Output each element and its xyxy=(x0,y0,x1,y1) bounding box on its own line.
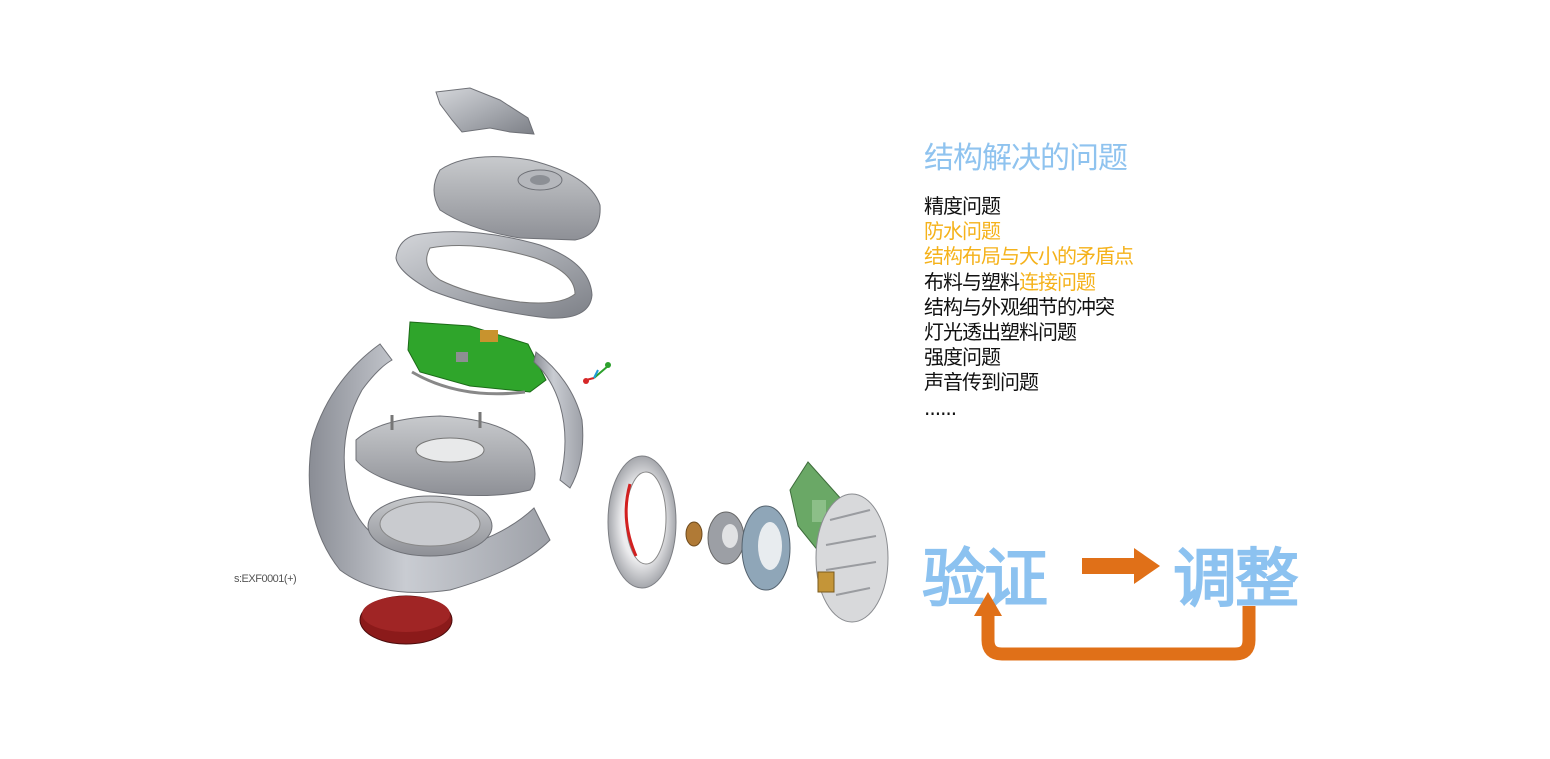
issue-text: 布料与塑料 xyxy=(924,269,1020,294)
spacer-ring-part xyxy=(707,511,745,565)
back-plate-part xyxy=(815,493,889,623)
issue-text: 结构与外观细节的冲突 xyxy=(924,294,1115,319)
issue-text-highlight: 连接问题 xyxy=(1019,269,1096,294)
ring-frame-part xyxy=(395,231,593,319)
pcb-board-part xyxy=(407,321,547,396)
connector-part xyxy=(685,521,703,547)
top-cap-part xyxy=(435,87,535,135)
part-number-label: s:EXF0001(+) xyxy=(234,573,297,585)
issue-text: 强度问题 xyxy=(924,345,1001,370)
issue-text: 防水问题 xyxy=(924,219,1001,244)
issue-item: 灯光透出塑料问题 xyxy=(924,320,1133,345)
speaker-ring-part xyxy=(741,505,791,591)
top-cover-part xyxy=(433,156,601,241)
issue-text: 声音传到问题 xyxy=(924,370,1039,395)
issue-item: 防水问题 xyxy=(924,219,1133,244)
issue-item: 声音传到问题 xyxy=(924,370,1133,395)
side-panel-part xyxy=(533,351,584,489)
internal-bracket-part xyxy=(355,412,536,497)
issue-item: 布料与塑料连接问题 xyxy=(924,270,1133,295)
front-ring-part xyxy=(607,455,677,589)
issue-list: 精度问题 防水问题 结构布局与大小的矛盾点 布料与塑料连接问题 结构与外观细节的… xyxy=(924,194,1134,421)
loop-arrow-icon xyxy=(974,592,1256,661)
issue-item: 结构布局与大小的矛盾点 xyxy=(924,244,1134,269)
issue-text: 结构布局与大小的矛盾点 xyxy=(924,244,1134,269)
issue-text: 灯光透出塑料问题 xyxy=(924,320,1077,345)
adjust-label: 调整 xyxy=(1173,543,1299,617)
issue-item: 精度问题 xyxy=(924,194,1133,219)
issue-text: 精度问题 xyxy=(924,194,1001,218)
issue-item: ...... xyxy=(924,396,1133,421)
issue-item: 强度问题 xyxy=(924,345,1133,370)
axis-indicator xyxy=(583,362,611,384)
right-arrow-icon xyxy=(1082,548,1160,584)
issue-item: 结构与外观细节的冲突 xyxy=(924,295,1133,320)
issue-text: ...... xyxy=(924,395,957,420)
lower-plate-part xyxy=(367,495,493,557)
outer-shell-part xyxy=(308,343,551,593)
red-base-part xyxy=(359,595,453,645)
section-title: 结构解决的问题 xyxy=(924,141,1128,176)
